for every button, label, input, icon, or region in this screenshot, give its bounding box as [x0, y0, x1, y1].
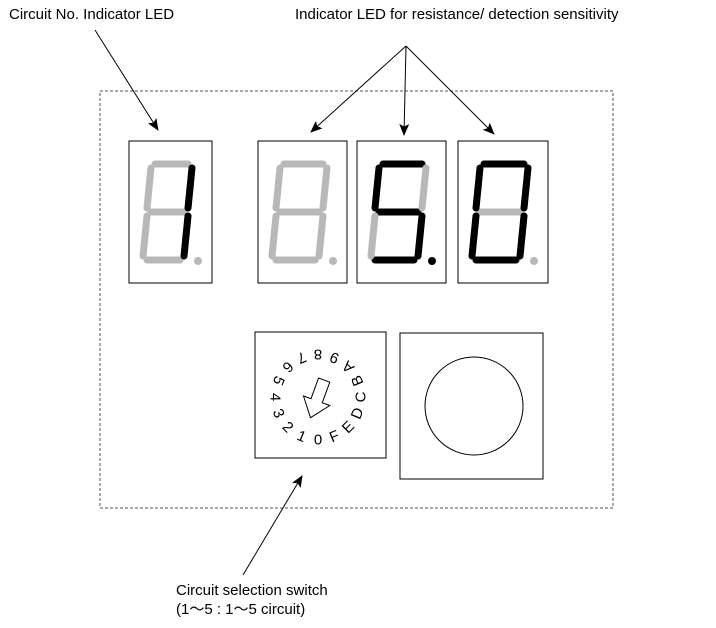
decimal-point [428, 257, 436, 265]
segment-c [516, 212, 528, 260]
resistance-leader-arrow-2 [399, 45, 410, 136]
resistance-digit-3 [457, 140, 549, 284]
dial-position-label: 8 [314, 346, 322, 363]
segment-c [414, 212, 426, 260]
led-displays [128, 140, 549, 284]
segment-b [319, 164, 331, 212]
segment-f [371, 164, 383, 212]
resistance-leader-arrow-3 [405, 45, 495, 135]
dial-position-label: 4 [267, 393, 284, 401]
resistance-leader-arrow-1 [310, 45, 407, 133]
selection-switch-leader-arrow [242, 475, 303, 576]
selection-switch-label-line2: (1～5 : 1～5 circuit) [176, 601, 306, 618]
segment-b [184, 164, 196, 212]
circuit-no-digit [128, 140, 213, 284]
segment-c [180, 212, 192, 260]
segment-e [268, 212, 280, 260]
segment-c [315, 212, 327, 260]
segment-f [143, 164, 155, 212]
segment-f [272, 164, 284, 212]
decimal-point [530, 257, 538, 265]
decimal-point [194, 257, 202, 265]
resistance-led-label: Indicator LED for resistance/ detection … [295, 6, 619, 23]
circle-button-icon[interactable] [424, 356, 524, 456]
segment-e [367, 212, 379, 260]
segment-e [139, 212, 151, 260]
dial-position-label: C [353, 391, 370, 402]
selection-switch-label-line1: Circuit selection switch [176, 582, 328, 599]
circuit-no-led-label: Circuit No. Indicator LED [9, 6, 175, 23]
segment-e [468, 212, 480, 260]
segment-f [472, 164, 484, 212]
decimal-point [329, 257, 337, 265]
circuit-no-leader-arrow [94, 29, 159, 131]
dial-position-label: 0 [314, 432, 322, 449]
resistance-digit-1 [257, 140, 348, 284]
segment-b [520, 164, 532, 212]
resistance-digit-2 [356, 140, 447, 284]
segment-b [418, 164, 430, 212]
switch-pointer-arrow-icon[interactable] [297, 375, 337, 422]
round-button[interactable] [399, 332, 544, 480]
